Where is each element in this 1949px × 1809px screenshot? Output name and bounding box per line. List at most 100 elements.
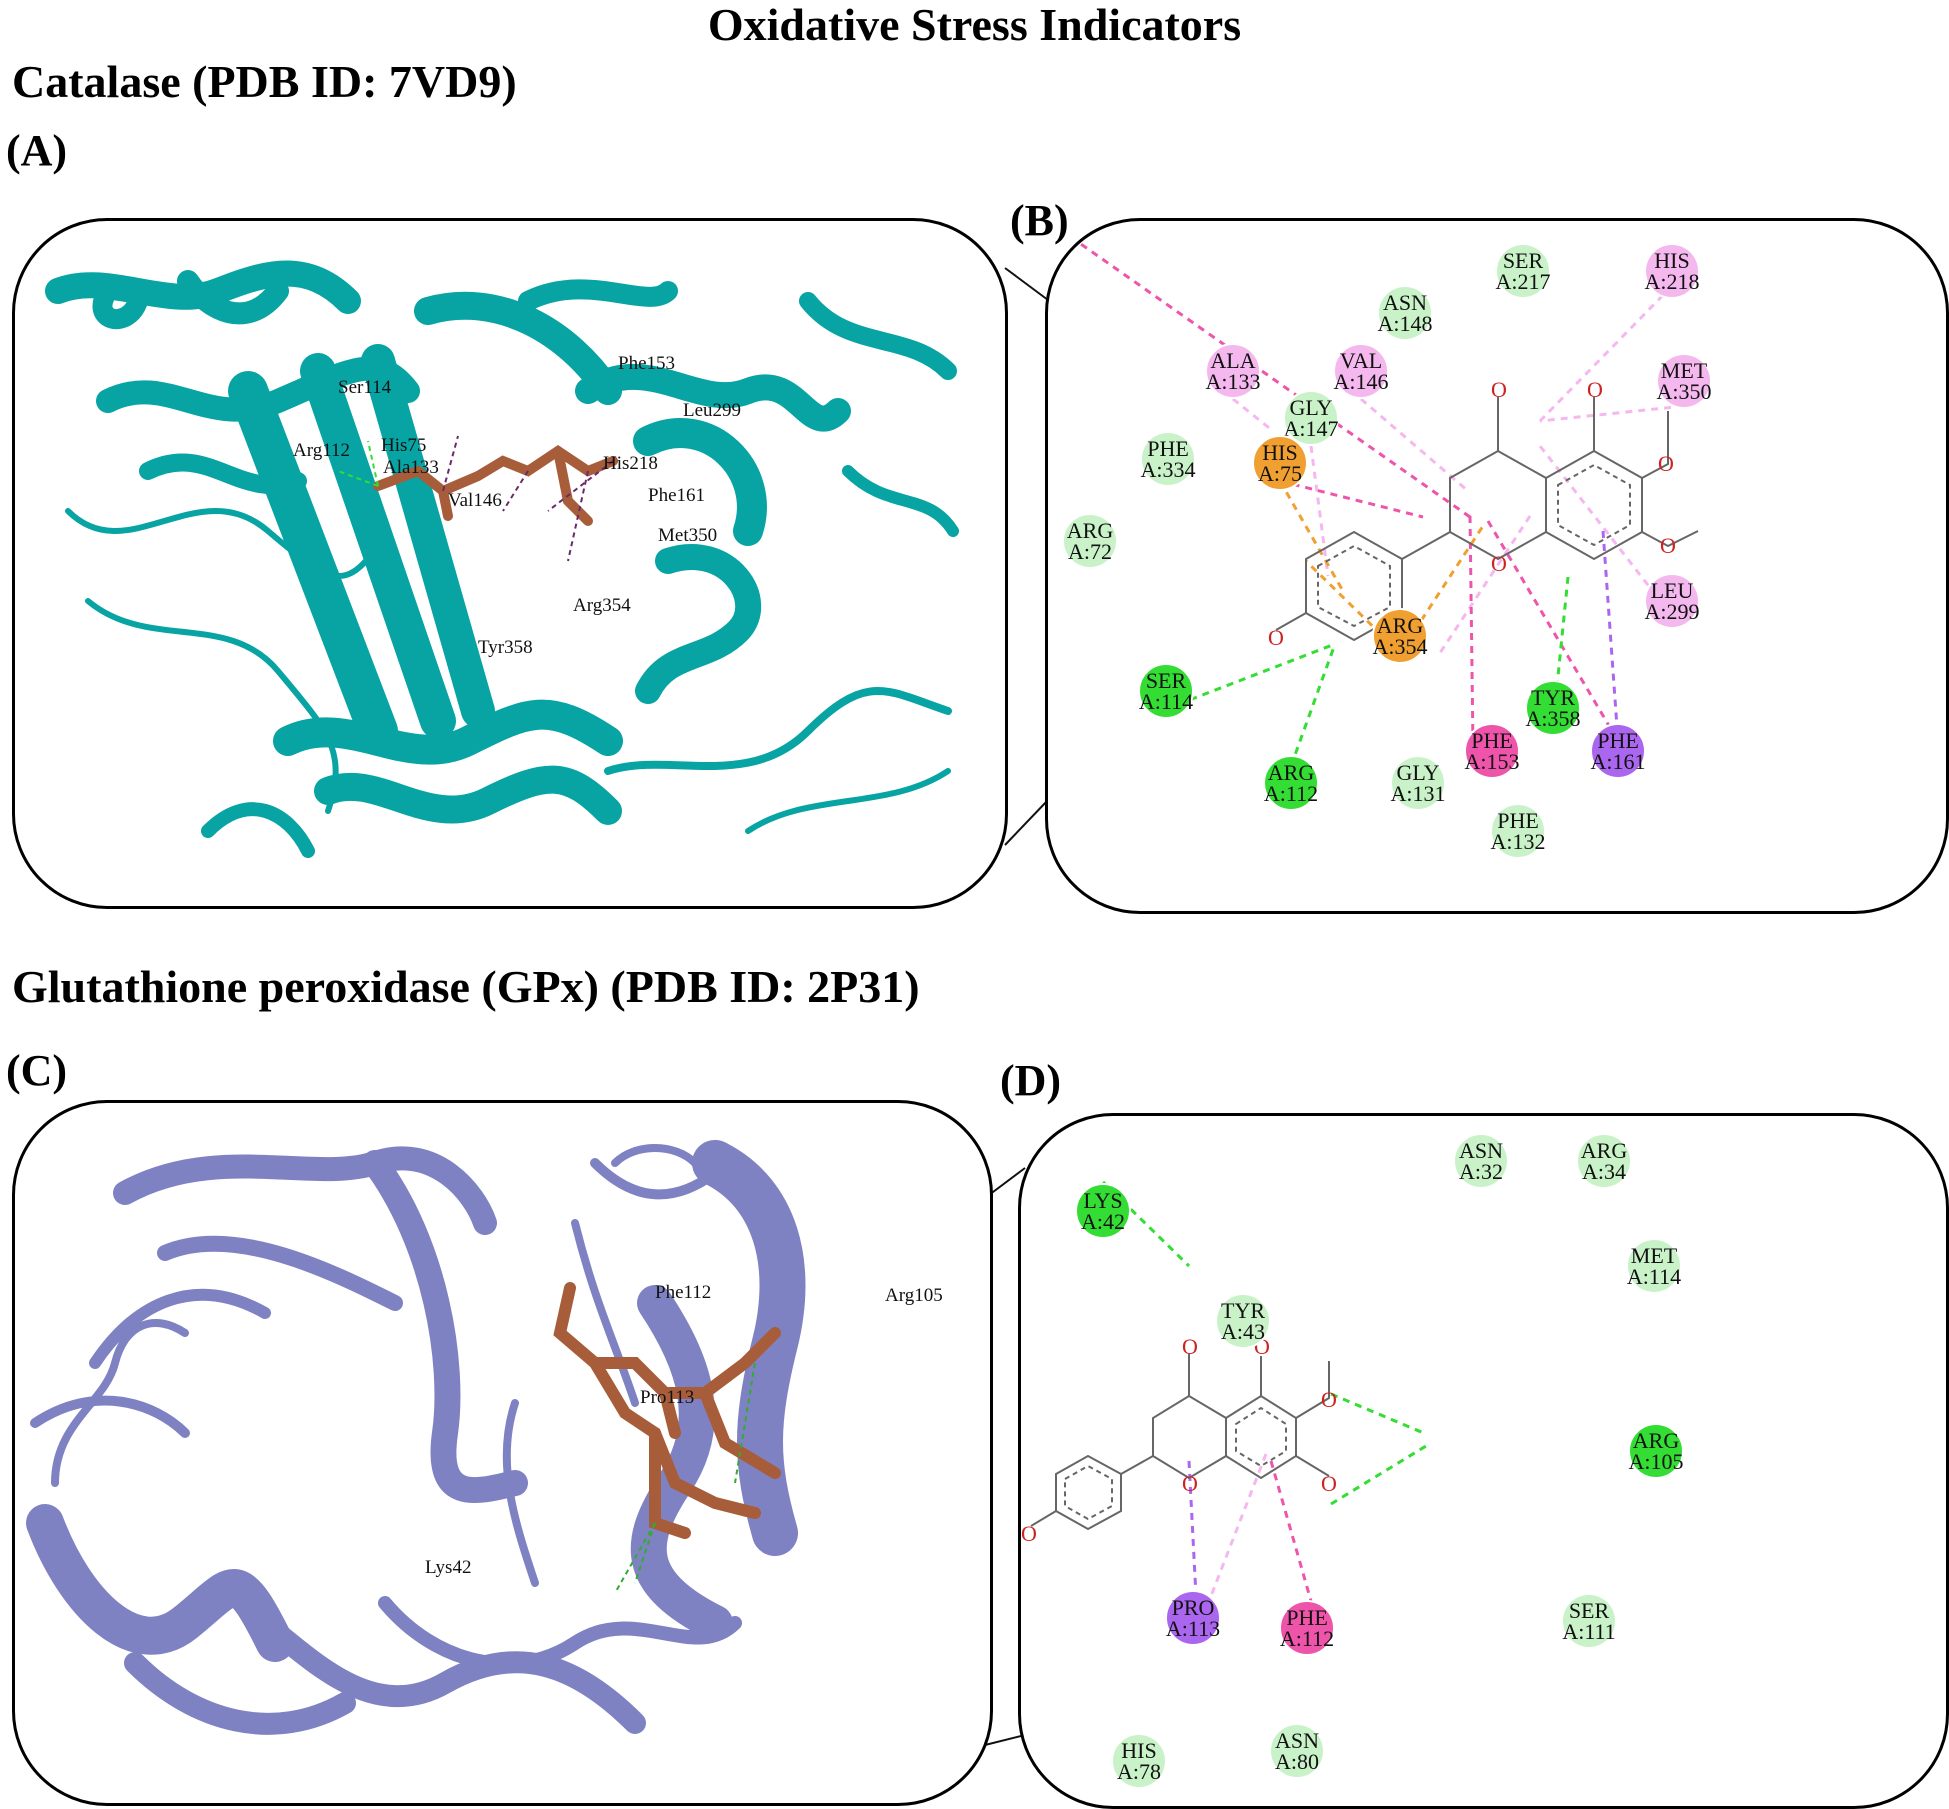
gpx-heading: Glutathione peroxidase (GPx) (PDB ID: 2P… [12, 961, 920, 1012]
gpx-interactions [1101, 1180, 1427, 1602]
residue-id: A:72 [1068, 539, 1112, 564]
residue-name: PHE [1497, 808, 1539, 833]
label-3d-phe161: Phe161 [648, 485, 705, 506]
residue-id: A:131 [1391, 781, 1446, 806]
gpx-interaction-dashes [614, 1362, 756, 1594]
residue-name: HIS [1262, 440, 1297, 465]
residue-name: VAL [1340, 348, 1382, 373]
residue-name: PHE [1147, 436, 1189, 461]
svg-text:O: O [1587, 377, 1603, 402]
panel-c-frame: Phe112 Arg105 Pro113 Lys42 [12, 1100, 993, 1806]
residue-name: ARG [1067, 518, 1114, 543]
residue-name: PHE [1286, 1605, 1328, 1630]
residue-id: A:354 [1373, 634, 1428, 659]
residue-id: A:34 [1582, 1159, 1626, 1184]
residue-name: PHE [1597, 728, 1639, 753]
residue-id: A:217 [1496, 269, 1551, 294]
residue-name: ALA [1210, 348, 1255, 373]
panel-d-label: (D) [1000, 1056, 1062, 1105]
residue-name: MET [1631, 1243, 1678, 1268]
gpx-3d-view: Phe112 Arg105 Pro113 Lys42 [26, 1140, 943, 1735]
residue-id: A:112 [1264, 781, 1318, 806]
label-3d-met350: Met350 [658, 525, 717, 546]
residue-id: A:161 [1591, 749, 1646, 774]
panel-c-label: (C) [6, 1046, 68, 1095]
catalase-ligand-2d [1275, 397, 1699, 642]
gpx-ligand-2d [1030, 1354, 1330, 1531]
label-3d-ala133: Ala133 [383, 457, 439, 478]
svg-text:O: O [1321, 1387, 1337, 1412]
gpx-ribbon [26, 1140, 806, 1735]
svg-text:O: O [1182, 1334, 1198, 1359]
residue-name: SER [1569, 1598, 1610, 1623]
residue-id: A:114 [1139, 689, 1193, 714]
residue-id: A:32 [1459, 1159, 1503, 1184]
catalase-heading: Catalase (PDB ID: 7VD9) [12, 56, 517, 107]
svg-text:O: O [1491, 551, 1507, 576]
gpx-ligand-oxygens: O O O O O O [1021, 1334, 1337, 1546]
panel-b-label: (B) [1010, 196, 1069, 245]
residue-name: PRO [1172, 1595, 1215, 1620]
residue-name: HIS [1654, 248, 1689, 273]
residue-name: ASN [1275, 1728, 1319, 1753]
residue-id: A:218 [1645, 269, 1700, 294]
label-3d-his218: His218 [603, 453, 658, 474]
residue-id: A:112 [1280, 1626, 1334, 1651]
label-3d-arg105: Arg105 [885, 1285, 943, 1306]
residue-id: A:148 [1378, 311, 1433, 336]
residue-name: ARG [1633, 1428, 1680, 1453]
catalase-hbond-dashes [337, 440, 379, 487]
svg-text:O: O [1182, 1471, 1198, 1496]
residue-name: GLY [1396, 760, 1439, 785]
residue-id: A:105 [1629, 1449, 1684, 1474]
residue-name: HIS [1121, 1738, 1156, 1763]
ligand-oxygens: O O O O O O [1268, 377, 1676, 650]
residue-name: LYS [1083, 1188, 1122, 1213]
residue-id: A:153 [1465, 749, 1520, 774]
residue-name: PHE [1471, 728, 1513, 753]
catalase-interactions [1048, 221, 1685, 767]
label-3d-ser114: Ser114 [338, 377, 392, 398]
svg-text:O: O [1491, 377, 1507, 402]
residue-name: ARG [1581, 1138, 1628, 1163]
svg-text:O: O [1658, 451, 1674, 476]
label-3d-leu299: Leu299 [683, 400, 741, 421]
residue-id: A:43 [1221, 1319, 1265, 1344]
residue-id: A:334 [1141, 457, 1196, 482]
label-3d-tyr358: Tyr358 [478, 637, 533, 658]
residue-name: ARG [1377, 613, 1424, 638]
label-3d-phe112: Phe112 [655, 1282, 711, 1303]
residue-id: A:133 [1206, 369, 1261, 394]
residue-id: A:350 [1657, 379, 1712, 404]
svg-text:O: O [1321, 1471, 1337, 1496]
residue-name: ASN [1383, 290, 1427, 315]
residue-id: A:358 [1526, 706, 1581, 731]
gpx-2d-diagram: O O O O O O ASNA:32ARGA:34LYSA:42META:11… [1021, 1133, 1684, 1789]
residue-id: A:146 [1334, 369, 1389, 394]
residue-id: A:113 [1166, 1616, 1220, 1641]
label-3d-arg112: Arg112 [293, 440, 350, 461]
